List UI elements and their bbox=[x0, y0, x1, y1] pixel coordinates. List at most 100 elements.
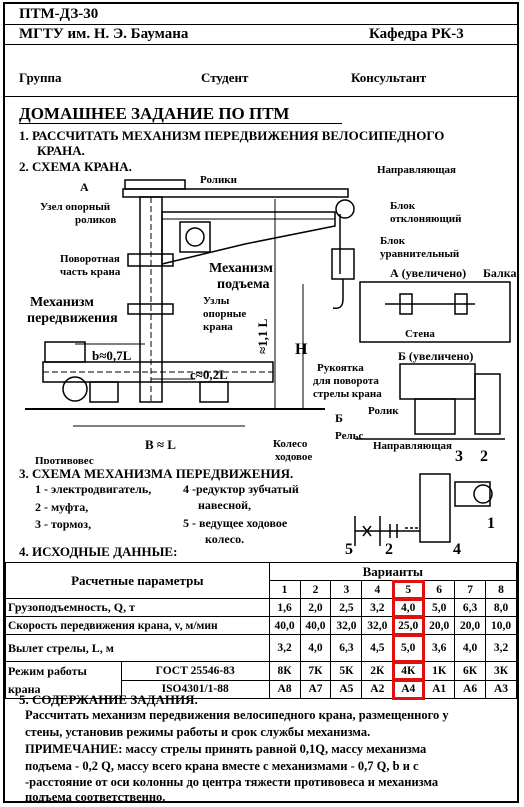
label-l-len: ≈1,1 L bbox=[255, 318, 270, 354]
balancing-block bbox=[331, 248, 355, 280]
cell: 3,2 bbox=[485, 634, 517, 662]
label-handle-3: стрелы крана bbox=[313, 388, 382, 400]
cell: 4,0 bbox=[454, 634, 487, 662]
content-p1-line2: стены, установив режимы работы и срок сл… bbox=[25, 725, 371, 739]
jib-boom bbox=[161, 211, 336, 265]
student-label: Студент bbox=[201, 70, 249, 85]
cell: 2,0 bbox=[299, 598, 332, 617]
cell: 2К bbox=[361, 661, 394, 681]
label-a-enlarged: А (увеличено) bbox=[390, 266, 466, 280]
row-label: Скорость передвижения крана, v, м/мин bbox=[5, 616, 270, 635]
section-2-title: 2. СХЕМА КРАНА. bbox=[19, 159, 132, 174]
divider bbox=[5, 96, 517, 97]
cell-selected: 25,0 bbox=[391, 615, 425, 636]
cell: 32,0 bbox=[330, 616, 363, 635]
cell: 6,3 bbox=[454, 598, 487, 617]
label-balance-block-1: Блок bbox=[380, 235, 406, 247]
label-guide2: Направляющая bbox=[373, 440, 452, 452]
label-travel-mech-1: Механизм bbox=[30, 295, 94, 310]
section-1-line1: 1. РАССЧИТАТЬ МЕХАНИЗМ ПЕРЕДВИЖЕНИЯ ВЕЛО… bbox=[19, 128, 445, 143]
cell: А8 bbox=[268, 679, 301, 699]
cell: 3,2 bbox=[268, 634, 301, 662]
label-rotating-2: часть крана bbox=[60, 266, 121, 278]
mech-item-2: 2 - муфта, bbox=[35, 500, 89, 514]
label-support-rollers-1: Узел опорный bbox=[40, 201, 111, 213]
label-support-nodes-1: Узлы bbox=[203, 295, 230, 307]
cell: А7 bbox=[299, 679, 332, 699]
cell-selected: 4,0 bbox=[391, 597, 425, 618]
cell: 6,3 bbox=[330, 634, 363, 662]
mech-item-5: 5 - ведущее ходовое bbox=[183, 516, 288, 530]
cell: А6 bbox=[454, 679, 487, 699]
note-line3: -расстояние от оси колонны до центра тяж… bbox=[25, 775, 439, 789]
cell: 4,5 bbox=[361, 634, 394, 662]
gearbox bbox=[419, 473, 451, 543]
mech-num-2a: 2 bbox=[480, 448, 488, 465]
mech-item-1: 1 - электродвигатель, bbox=[35, 482, 152, 496]
cell: 4,0 bbox=[299, 634, 332, 662]
counterweight bbox=[62, 376, 88, 402]
label-block-1: Блок bbox=[390, 200, 416, 212]
cell: 6К bbox=[454, 661, 487, 681]
cell: А2 bbox=[361, 679, 394, 699]
label-balance-block-2: уравнительный bbox=[380, 248, 460, 260]
mech-num-3: 3 bbox=[455, 448, 463, 465]
mode-label-line1: Режим работы bbox=[8, 664, 87, 678]
detail-a bbox=[359, 281, 511, 343]
variant-number: 6 bbox=[423, 580, 456, 599]
top-guide-rail bbox=[122, 188, 349, 198]
cell: 1,6 bbox=[268, 598, 301, 617]
variant-number: 7 bbox=[454, 580, 487, 599]
motor bbox=[454, 481, 491, 507]
label-lift-mech-1: Механизм bbox=[209, 261, 273, 276]
label-b-enlarged: Б (увеличено) bbox=[398, 349, 473, 363]
cell: А3 bbox=[485, 679, 517, 699]
section-4-title: 4. ИСХОДНЫЕ ДАННЫЕ: bbox=[19, 544, 178, 559]
mech-num-5: 5 bbox=[345, 541, 353, 556]
cell: А5 bbox=[330, 679, 363, 699]
mechanism-scheme-diagram: 3 2 1 5 2 4 bbox=[345, 448, 495, 556]
cell: 40,0 bbox=[268, 616, 301, 635]
variants-table: Расчетные параметры Варианты 1 2 3 4 5 6… bbox=[5, 562, 518, 700]
title-underline bbox=[19, 123, 342, 124]
cell: 5К bbox=[330, 661, 363, 681]
row-label: Грузоподъемность, Q, т bbox=[5, 598, 270, 617]
table-row: Вылет стрелы, L, м 3,2 4,0 6,3 4,5 5,0 3… bbox=[5, 633, 517, 663]
label-support-rollers-2: роликов bbox=[75, 214, 116, 226]
cell: 1К bbox=[423, 661, 456, 681]
cell: 3,6 bbox=[423, 634, 456, 662]
param-header: Расчетные параметры bbox=[5, 562, 270, 599]
label-beam: Балка bbox=[483, 266, 517, 280]
department-name: Кафедра РК-3 bbox=[369, 26, 464, 42]
label-handle-2: для поворота bbox=[313, 375, 379, 387]
cell: 5,0 bbox=[423, 598, 456, 617]
group-label: Группа bbox=[19, 70, 62, 85]
cell-selected: 4К bbox=[391, 660, 425, 681]
content-p1-line1: Рассчитать механизм передвижения велосип… bbox=[25, 708, 449, 722]
label-block-2: отклоняющий bbox=[390, 213, 462, 225]
table-row: Скорость передвижения крана, v, м/мин 40… bbox=[5, 615, 517, 636]
note-line4: подъема соответственно. bbox=[25, 790, 166, 804]
label-a: А bbox=[80, 180, 89, 194]
label-wall: Стена bbox=[405, 328, 435, 340]
cell: 10,0 bbox=[485, 616, 517, 635]
sheet-code: ПТМ-ДЗ-30 bbox=[19, 6, 99, 22]
label-rail: Рельс bbox=[335, 430, 363, 442]
mech-item-4: 4 -редуктор зубчатый bbox=[183, 482, 299, 496]
travel-mechanism bbox=[44, 341, 86, 363]
label-c-eq: c≈0,2L bbox=[190, 367, 228, 382]
lift-mechanism bbox=[179, 221, 211, 253]
label-roller: Ролик bbox=[368, 405, 399, 417]
cell: 8К bbox=[268, 661, 301, 681]
label-support-nodes-3: крана bbox=[203, 321, 233, 333]
variant-number: 2 bbox=[299, 580, 332, 599]
divider bbox=[5, 24, 517, 25]
variant-number: 4 bbox=[361, 580, 394, 599]
top-rollers bbox=[124, 179, 186, 190]
label-wheel-2: ходовое bbox=[275, 451, 312, 463]
mech-num-1: 1 bbox=[487, 515, 495, 532]
variant-number: 3 bbox=[330, 580, 363, 599]
label-b-approx-l: B ≈ L bbox=[145, 437, 176, 452]
